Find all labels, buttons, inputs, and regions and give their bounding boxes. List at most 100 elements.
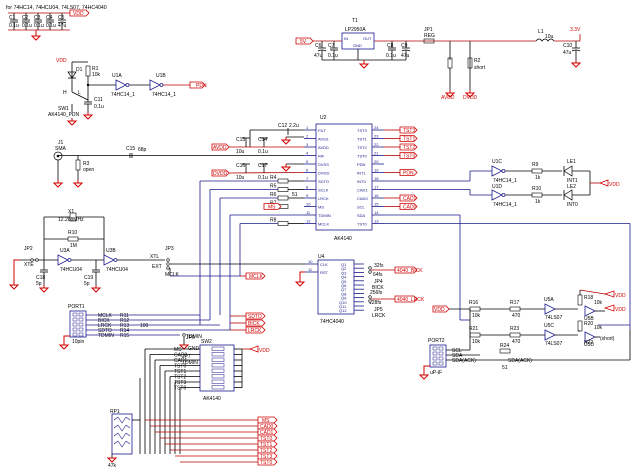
rp1-ref: RP1 xyxy=(110,409,120,415)
svg-text:74HC14_1: 74HC14_1 xyxy=(493,202,517,208)
svg-text:Q4: Q4 xyxy=(341,275,347,280)
svg-text:TST2: TST2 xyxy=(260,448,272,454)
c10-ref: C10 xyxy=(563,43,572,49)
svg-text:R9: R9 xyxy=(532,162,539,168)
svg-text:Q5: Q5 xyxy=(341,279,347,284)
svg-text:16: 16 xyxy=(374,193,379,198)
svg-text:R6: R6 xyxy=(270,192,277,198)
svg-text:Q3: Q3 xyxy=(341,270,347,275)
jp2-ref: JP2 xyxy=(24,246,33,252)
svg-text:R8: R8 xyxy=(270,218,277,224)
pin-name: AVDD xyxy=(318,145,329,150)
svg-text:2: 2 xyxy=(306,134,309,139)
svg-text:32fs: 32fs xyxy=(374,263,384,269)
svg-text:4040_LRCK: 4040_LRCK xyxy=(397,297,425,303)
port1-header xyxy=(69,310,87,338)
jumper xyxy=(423,38,435,44)
cap-value: 47u xyxy=(314,53,323,59)
svg-text:Q12: Q12 xyxy=(339,308,347,313)
svg-text:Q7: Q7 xyxy=(341,287,347,292)
svg-text:SDA(ACK): SDA(ACK) xyxy=(508,358,532,364)
svg-text:CAD0: CAD0 xyxy=(260,424,274,430)
cap-ref: C4 xyxy=(46,15,53,21)
ground-symbol xyxy=(30,30,42,41)
cap-value: 0.1u xyxy=(258,149,268,155)
counter-body xyxy=(317,259,355,315)
header-text: for 74HC14, 74HCU04, 74LS07, 74HC4040 xyxy=(6,5,107,11)
jp3-b: EXT xyxy=(152,264,162,270)
u1a-ref: U1A xyxy=(112,73,122,79)
svg-text:20: 20 xyxy=(374,159,379,164)
cap-ref: C6 xyxy=(315,43,322,49)
svg-text:VDD: VDD xyxy=(615,307,626,313)
svg-text:BICK: BICK xyxy=(98,318,110,324)
reg-pin-out: OUT xyxy=(363,36,372,41)
port1-type: 10pin xyxy=(72,339,84,345)
sw1-part: AK4140_PDN xyxy=(48,112,80,118)
rp1-value: 47k xyxy=(108,463,117,469)
c11-ref: C11 xyxy=(94,97,103,103)
cap-value: 0.1u xyxy=(328,53,338,59)
counter-u4: U4 74HC4040 10 CLK 11 RST Q1 Q2 Q3 Q4 Q5… xyxy=(294,254,425,325)
regulator-section: 5V T1 LP2950A IN GND OUT C6 47u C7 0.1u … xyxy=(295,18,582,101)
codec-body xyxy=(315,123,373,231)
svg-text:MS: MS xyxy=(174,347,182,353)
svg-text:10k: 10k xyxy=(472,339,481,345)
port1-connector: PORT1 10pin MCLK BICK LRCK SDTO TDMIN R1… xyxy=(58,304,266,366)
u3b-part: 74HCU04 xyxy=(106,267,128,273)
svg-text:TST3: TST3 xyxy=(260,454,272,460)
r10-value: 1M xyxy=(70,243,77,249)
svg-text:51: 51 xyxy=(502,365,508,371)
rp1-ports: MS CAD0 CAD1 TST0 TST1 TST2 TST3 TST0 xyxy=(257,416,278,466)
reg-pin-gnd: GND xyxy=(353,43,362,48)
c12-value: 2.2u xyxy=(289,123,299,129)
svg-text:3: 3 xyxy=(306,142,309,147)
svg-text:64fs: 64fs xyxy=(373,272,383,278)
svg-text:18: 18 xyxy=(374,176,379,181)
gnd-label-dvdd: DVDD xyxy=(463,95,478,101)
led-icon xyxy=(563,189,573,201)
int-leds: U1C 74HC14_1 R9 1k LE1 INT1 U1D 74HC14_1… xyxy=(469,159,620,208)
svg-text:INT0: INT0 xyxy=(567,202,578,208)
svg-text:TDMIN: TDMIN xyxy=(186,334,202,340)
supply-port-avdd: AVDD xyxy=(213,145,227,151)
svg-text:SCL: SCL xyxy=(452,348,462,354)
sw2-part: AK4140 xyxy=(203,396,221,402)
reg-in-net: 5V xyxy=(300,39,307,45)
pin-name: SDTO xyxy=(318,179,329,184)
r2-ref: R2 xyxy=(474,58,481,64)
codec-right-ports: TST3 TST1 TST2 TST0 PDN CAD1 CAD0 xyxy=(384,126,418,211)
cap-value: 47u xyxy=(58,23,67,29)
svg-text:VDD: VDD xyxy=(615,293,626,299)
svg-text:1k: 1k xyxy=(535,199,541,205)
svg-text:MS: MS xyxy=(262,418,270,424)
jp2-label: XTE xyxy=(24,262,34,268)
svg-text:74LS07: 74LS07 xyxy=(545,341,562,347)
svg-text:R15: R15 xyxy=(120,333,129,339)
svg-text:R23: R23 xyxy=(510,326,519,332)
port2-header xyxy=(429,344,447,368)
decoupling-caps: VDD C1 0.1u C2 0.1u C3 0.1u C4 0.1u xyxy=(8,9,90,41)
oscillator: X1 12.288MHz R10 1M JP2 XTE U3A 74HCU04 … xyxy=(8,209,305,293)
resistor-pack-body xyxy=(111,413,133,455)
svg-text:74HC14_1: 74HC14_1 xyxy=(493,178,517,184)
sw2-ref: SW2 xyxy=(201,339,212,345)
svg-text:R21: R21 xyxy=(469,326,478,332)
svg-text:TST1: TST1 xyxy=(174,369,186,375)
l1-value: 10u xyxy=(545,34,554,40)
pin-name: LRCK xyxy=(318,196,329,201)
series-resistors: R4 R5 R6 R7 R8 51 xyxy=(270,175,304,226)
svg-text:U5B: U5B xyxy=(584,316,594,322)
svg-text:10k: 10k xyxy=(472,313,481,319)
ms-port: MS xyxy=(268,205,276,211)
svg-text:Q2: Q2 xyxy=(341,266,347,271)
reg-ref: T1 xyxy=(352,18,358,24)
r3-ref: R3 xyxy=(83,161,90,167)
svg-text:JP4: JP4 xyxy=(374,279,383,285)
pin-name: AVSS xyxy=(318,137,329,142)
svg-text:Q9: Q9 xyxy=(341,296,347,301)
svg-text:R20: R20 xyxy=(584,321,593,327)
sw-l: L xyxy=(78,90,81,96)
inverter-u1a xyxy=(115,79,127,91)
